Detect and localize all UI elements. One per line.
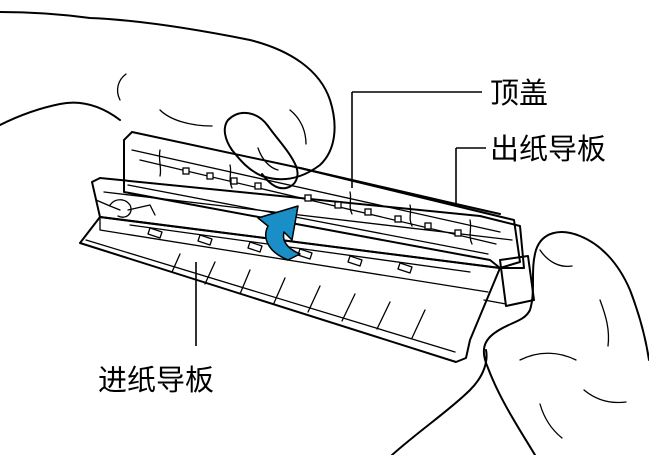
output-guide-label: 出纸导板 [490,132,606,166]
scanner-housing [91,177,535,307]
top-cover [123,131,521,269]
top-cover-label: 顶盖 [490,76,548,110]
left-hand [0,11,336,190]
input-guide-tray [79,216,501,363]
curved-up-arrow-icon [257,205,301,261]
right-hand [391,231,649,455]
input-guide-label: 进纸导板 [98,363,214,397]
